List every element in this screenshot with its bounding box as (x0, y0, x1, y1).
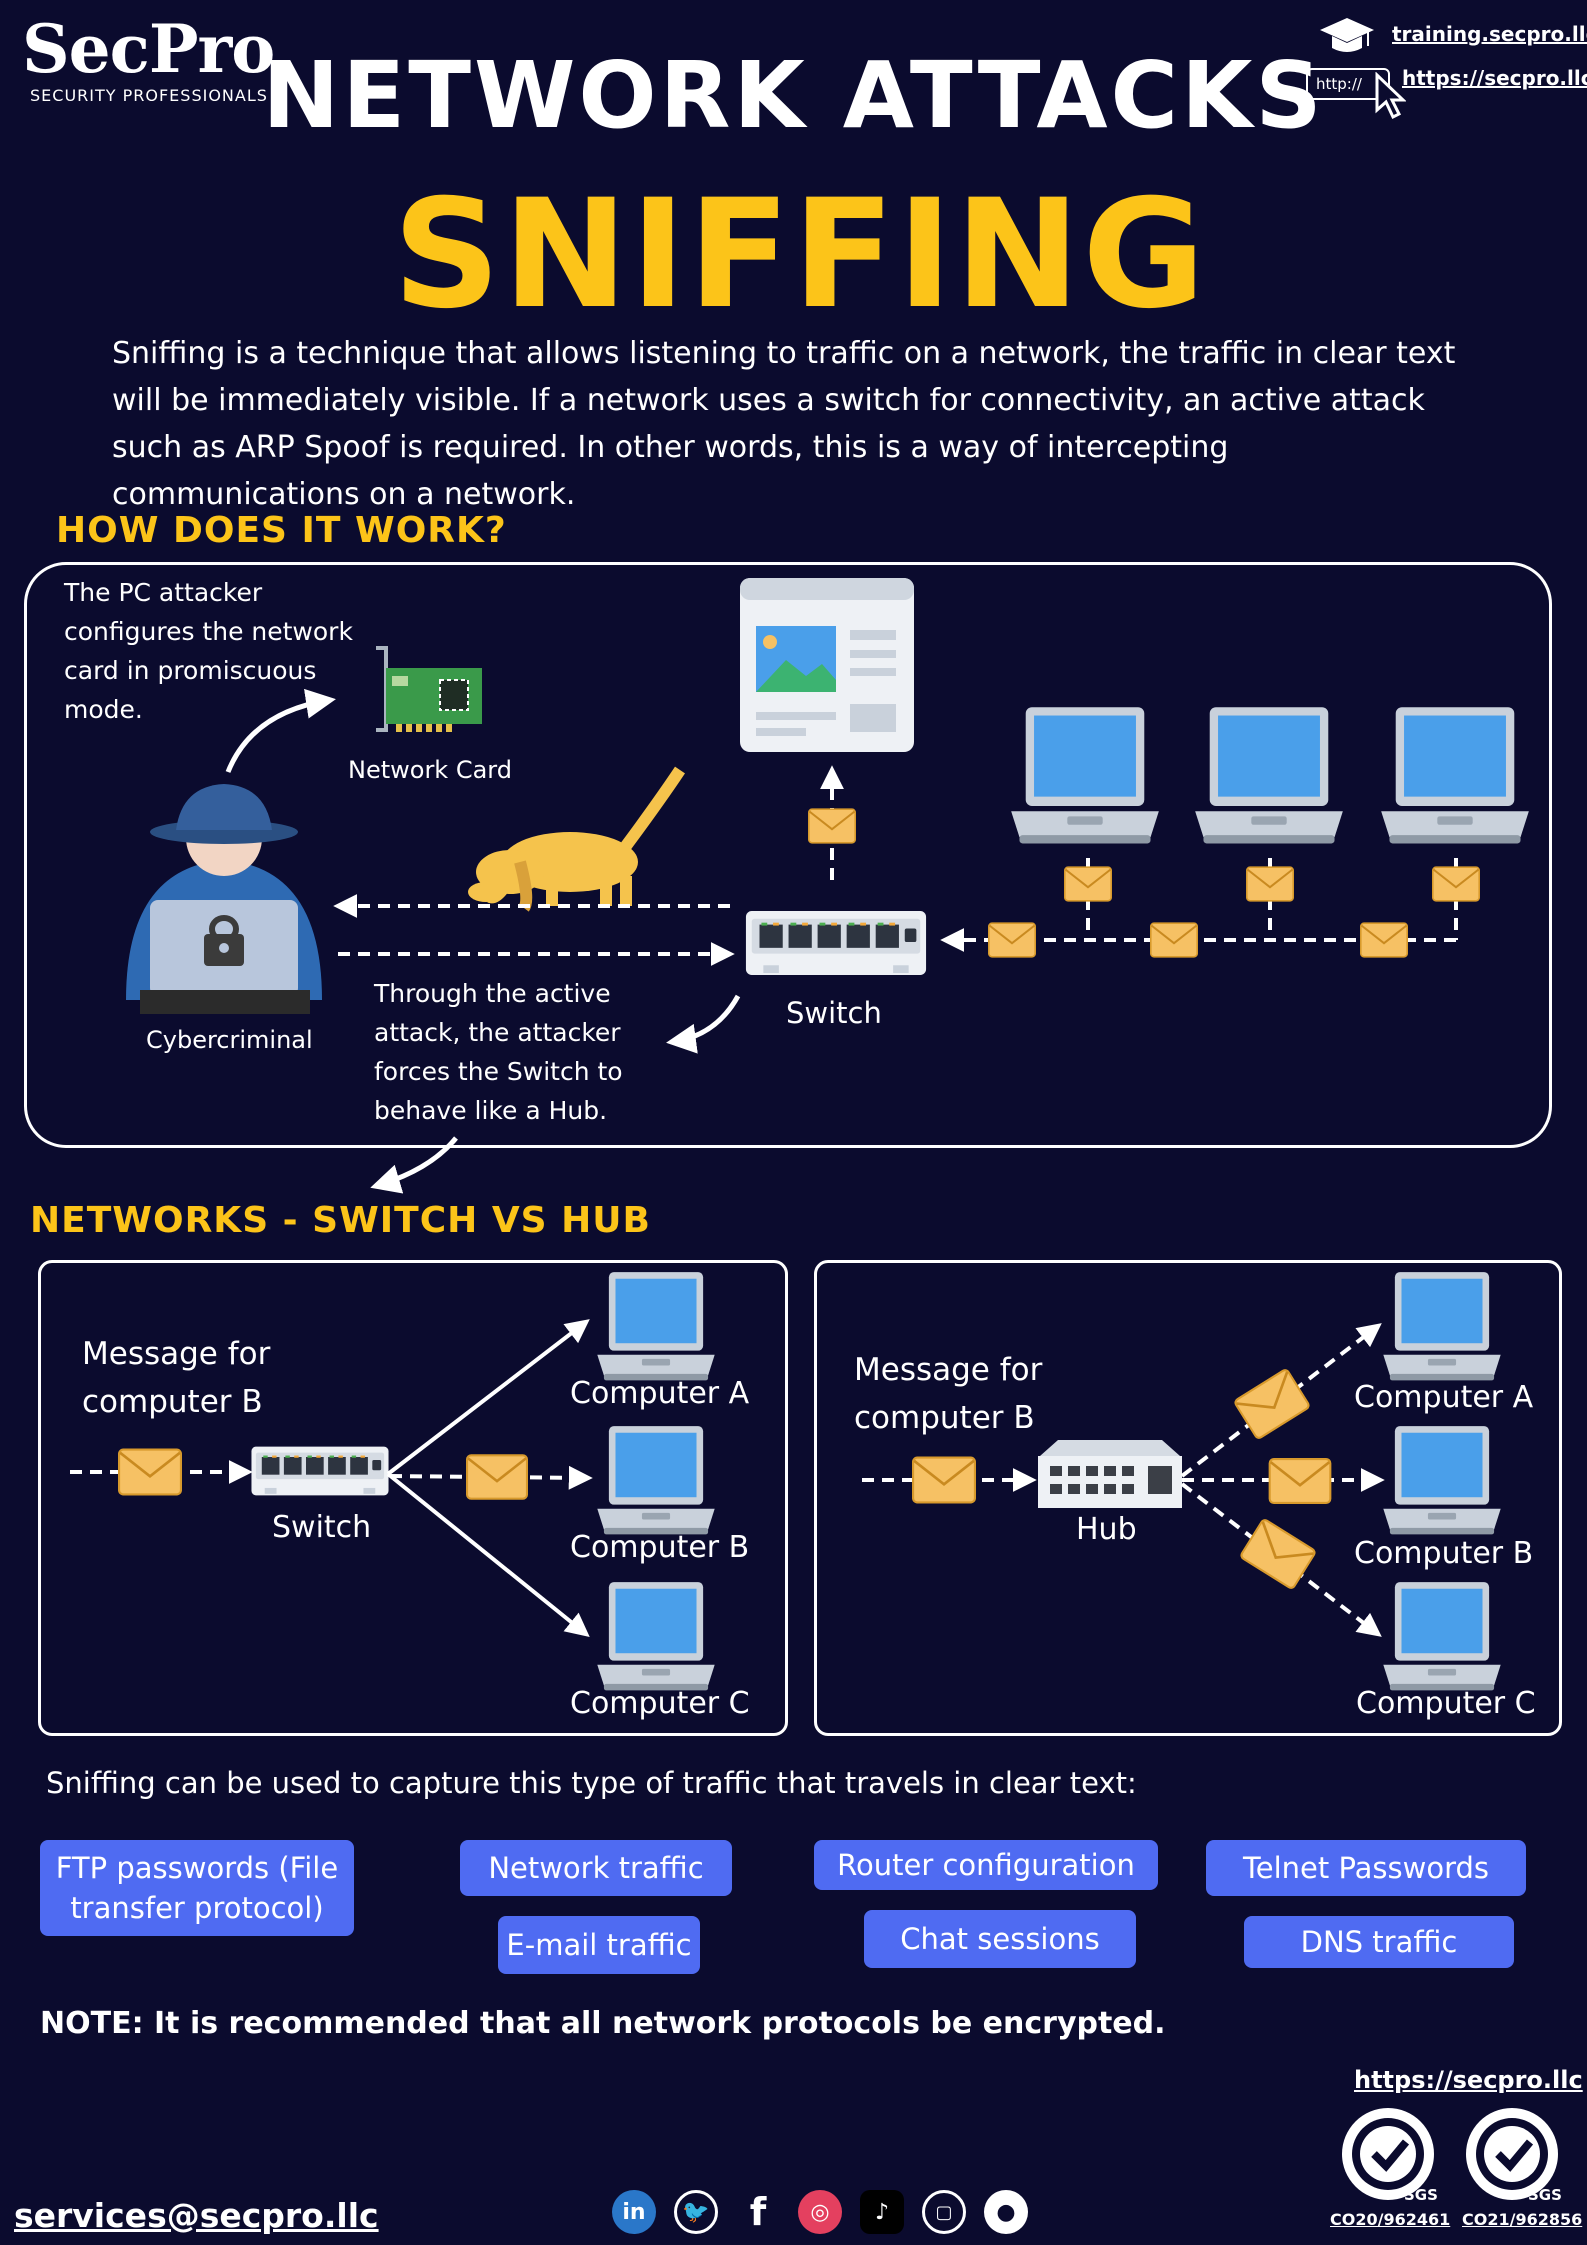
switch-message-label: Message for computer B (82, 1336, 271, 1420)
switch-box (38, 1260, 788, 1736)
laptop-icon (1383, 1426, 1501, 1535)
page-subtitle: SNIFFING (392, 168, 1208, 342)
page-title: NETWORK ATTACKS (262, 42, 1325, 149)
badge-brand-1: SGS (1404, 2186, 1438, 2204)
twitch-icon[interactable]: ▢ (922, 2190, 966, 2234)
iso-27001-badge-icon (1342, 2108, 1434, 2200)
http-icon: http:// (1306, 68, 1390, 100)
capture-intro: Sniffing can be used to capture this typ… (46, 1766, 1137, 1800)
how-heading: HOW DOES IT WORK? (56, 510, 507, 551)
graduation-cap-icon (1320, 18, 1374, 52)
switch-computer-c: Computer C (570, 1686, 750, 1721)
iso-9001-badge-icon (1466, 2108, 1558, 2200)
switch-computer-a: Computer A (570, 1376, 750, 1411)
switch-computer-b: Computer B (570, 1530, 750, 1565)
training-link[interactable]: training.secpro.llc (1392, 22, 1587, 46)
hub-message-label: Message for computer B (854, 1352, 1043, 1436)
tiktok-icon[interactable]: ♪ (860, 2190, 904, 2234)
how-panel (24, 562, 1552, 1148)
encryption-note: NOTE: It is recommended that all network… (40, 2006, 1166, 2041)
hub-computer-b: Computer B (1354, 1536, 1534, 1571)
hub-box (814, 1260, 1562, 1736)
switch-icon (251, 1446, 389, 1496)
attacker-note: The PC attacker configures the network c… (64, 578, 353, 724)
switch-device-label: Switch (272, 1510, 372, 1545)
laptop-icon (597, 1426, 715, 1535)
laptop-icon (1383, 1582, 1501, 1691)
network-card-icon (376, 646, 482, 732)
pill-chat-sessions: Chat sessions (864, 1910, 1136, 1968)
hub-computer-a: Computer A (1354, 1380, 1534, 1415)
logo-tagline: SECURITY PROFESSIONALS (30, 86, 268, 105)
github-icon[interactable]: ● (984, 2190, 1028, 2234)
hub-icon (1038, 1440, 1182, 1508)
footer-email-link[interactable]: services@secpro.llc (14, 2196, 379, 2235)
pill-email-traffic: E-mail traffic (498, 1916, 700, 1974)
sniffing-dog-icon (468, 766, 685, 912)
hub-device-label: Hub (1076, 1512, 1137, 1547)
compare-diagram (70, 1272, 1501, 1691)
active-attack-note: Through the active attack, the attacker … (374, 979, 623, 1125)
pill-ftp-passwords: FTP passwords (File transfer protocol) (40, 1840, 354, 1936)
certification-badges (1342, 2108, 1558, 2200)
cursor-icon (1375, 72, 1406, 120)
switch-label: Switch (786, 996, 882, 1030)
hub-computer-c: Computer C (1356, 1686, 1536, 1721)
pill-router-configuration: Router configuration (814, 1840, 1158, 1890)
laptop-icon (1383, 1272, 1501, 1381)
logo: SecPro (22, 10, 275, 88)
cybercriminal-label: Cybercriminal (146, 1026, 313, 1054)
badge-brand-2: SGS (1528, 2186, 1562, 2204)
facebook-icon[interactable]: f (749, 2190, 767, 2234)
instagram-icon[interactable]: ◎ (798, 2190, 842, 2234)
linkedin-icon[interactable]: in (612, 2190, 656, 2234)
badge-number-1: CO20/962461 (1330, 2210, 1451, 2229)
pill-dns-traffic: DNS traffic (1244, 1916, 1514, 1968)
laptop-icon (597, 1272, 715, 1381)
social-links: in 🐦 f ◎ ♪ ▢ ● (612, 2190, 1028, 2234)
webpage-icon (740, 578, 914, 752)
laptop-icon (597, 1582, 715, 1691)
intro-paragraph: Sniffing is a technique that allows list… (112, 336, 1456, 512)
badge-number-2: CO21/962856 (1462, 2210, 1583, 2229)
how-diagram (126, 578, 1529, 1194)
twitter-icon[interactable]: 🐦 (674, 2190, 718, 2234)
pill-telnet-passwords: Telnet Passwords (1206, 1840, 1526, 1896)
cybercriminal-icon (126, 784, 322, 1014)
compare-heading: NETWORKS - SWITCH VS HUB (30, 1200, 651, 1241)
network-card-label: Network Card (348, 756, 512, 784)
site-link[interactable]: https://secpro.llc (1402, 66, 1587, 90)
http-label: http:// (1316, 75, 1362, 93)
pill-network-traffic: Network traffic (460, 1840, 732, 1896)
footer-site-link[interactable]: https://secpro.llc (1354, 2066, 1583, 2094)
